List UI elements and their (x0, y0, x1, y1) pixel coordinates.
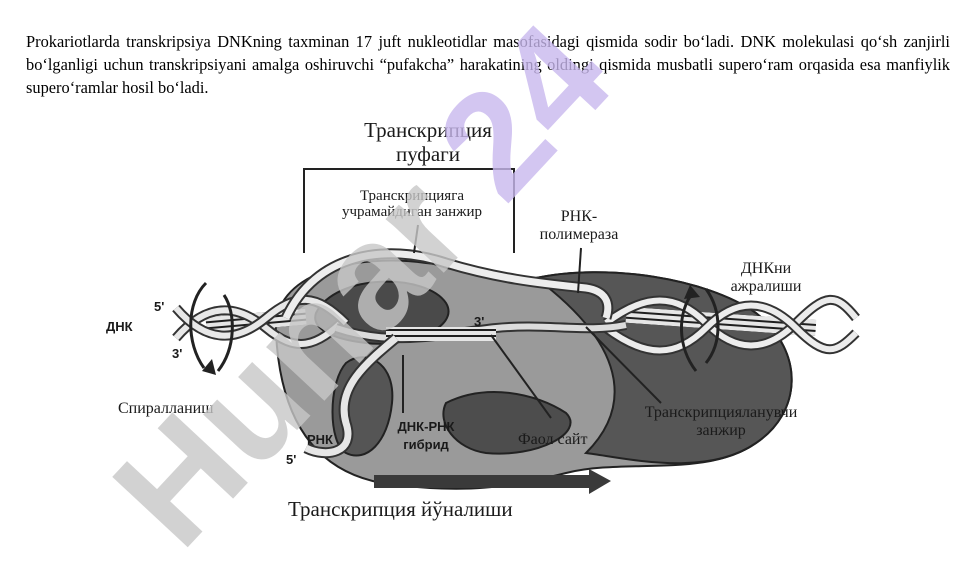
rewinding-rotation-arrow (189, 281, 208, 369)
rewinding-label: Спиралланиш (118, 400, 214, 417)
dna-duplex-left (172, 294, 350, 349)
leader-template (585, 326, 662, 404)
template-strand-label: Транскрипцияланувчи занжир (644, 404, 798, 439)
five-prime-rna-label: 5' (286, 452, 297, 467)
transcription-bubble-diagram: Транскрипция пуфаги Транскрипцияга учрам… (66, 113, 878, 535)
transcription-direction-label: Транскрипция йўналиши (288, 497, 513, 521)
three-prime-mid-label: 3' (474, 314, 485, 329)
bubble-label: Транскрипция пуфаги (364, 118, 492, 166)
leader-rnap (577, 247, 582, 294)
dna-rna-hybrid-region (386, 327, 496, 341)
three-prime-left-label: 3' (172, 346, 183, 361)
leader-active-site (490, 334, 552, 419)
five-prime-left-label: 5' (154, 299, 165, 314)
active-site-label: Фаол сайт (518, 431, 588, 448)
dna-duplex-right (603, 294, 860, 356)
dna-unwinding-label: ДНКни ажралиши (730, 260, 802, 295)
dna-label: ДНК (106, 319, 133, 334)
dna-rna-hybrid-label: ДНК-РНК гибрид (397, 419, 455, 452)
rna-label: РНК (307, 432, 333, 447)
leader-nontemplate (413, 224, 419, 254)
rna-polymerase-lower-pocket (442, 391, 572, 455)
rna-polymerase-label: РНК- полимераза (539, 208, 619, 243)
intro-paragraph: Prokariotlarda transkripsiya DNKning tax… (26, 32, 950, 97)
direction-arrow-head (589, 469, 611, 494)
direction-arrow-shaft (374, 475, 589, 488)
nontemplate-strand-label: Транскрипцияга учрамайдиган занжир (341, 188, 483, 220)
diagram-drawing (172, 168, 860, 494)
bubble-bracket (303, 168, 515, 253)
